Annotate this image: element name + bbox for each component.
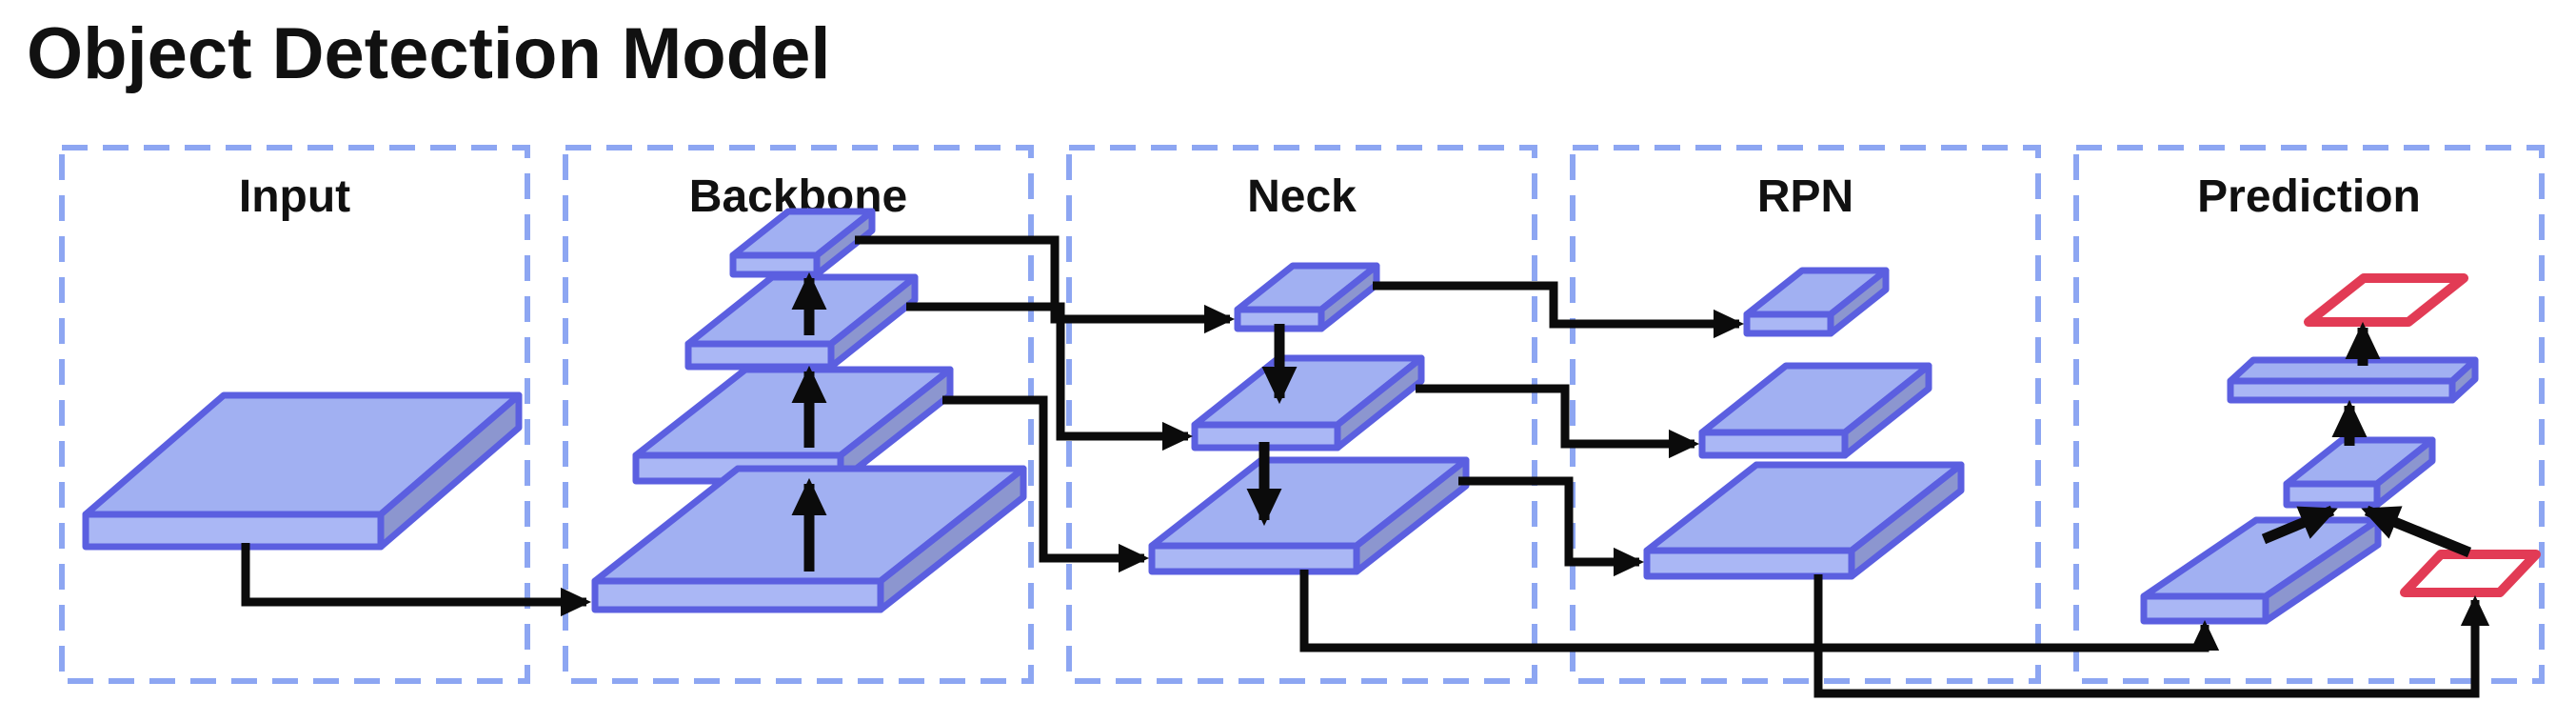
- input-to-backbone-line: [241, 543, 592, 617]
- prediction-diagonal-arrow-left: [2261, 505, 2338, 545]
- backbone-level-2-slab: [632, 366, 954, 485]
- rpn-top-slab-front-face: [1743, 311, 1834, 337]
- neck-top-slab-front-face: [1234, 306, 1325, 332]
- stage-box-neck: [1066, 145, 1537, 684]
- input-image-slab: [82, 391, 523, 551]
- neck-top-slab: [1234, 262, 1380, 332]
- neck-to-rpn-top-line: [1373, 281, 1745, 339]
- neck-bottom-slab-front-face: [1148, 542, 1360, 575]
- stage-box-prediction: [2073, 145, 2545, 684]
- stage-box-rpn: [1570, 145, 2041, 684]
- rpn-middle-slab: [1698, 362, 1932, 459]
- backbone-level-3-slab-front-face: [684, 340, 835, 371]
- rpn-bypass-to-prediction-line: [1813, 574, 2490, 698]
- stage-box-backbone: [563, 145, 1034, 684]
- neck-bottom-slab: [1148, 456, 1470, 575]
- neck-middle-slab: [1191, 354, 1425, 451]
- neck-middle-slab-front-face: [1191, 421, 1341, 451]
- prediction-diagonal-arrow-right: [2361, 505, 2472, 558]
- neck-to-rpn-mid-line: [1416, 384, 1700, 459]
- input-image-slab-front-face: [82, 511, 385, 551]
- page-title: Object Detection Model: [27, 13, 831, 94]
- stage-label-rpn: RPN: [1757, 171, 1853, 222]
- backbone-level-3-slab: [684, 273, 919, 371]
- backbone-level-4-slab: [729, 208, 876, 278]
- backbone-level-4-slab-front-face: [729, 251, 821, 278]
- prediction-proposal-parallelogram: [2400, 550, 2541, 597]
- rpn-top-slab: [1743, 267, 1890, 337]
- prediction-wide-slab-front-face: [2227, 377, 2456, 404]
- neck-to-rpn-bot-line: [1458, 476, 1645, 577]
- prediction-wide-slab: [2227, 356, 2479, 404]
- prediction-roi-slab: [2140, 516, 2382, 625]
- prediction-output-parallelogram: [2304, 273, 2468, 327]
- stage-label-neck: Neck: [1247, 171, 1357, 222]
- rpn-bottom-slab-front-face: [1643, 547, 1855, 580]
- backbone-to-neck-top-line: [855, 235, 1236, 334]
- backbone-to-neck-bot-line: [942, 395, 1150, 573]
- backbone-to-neck-mid-line: [906, 302, 1194, 451]
- rpn-bottom-slab: [1643, 461, 1965, 580]
- backbone-level-1-slab-front-face: [591, 577, 884, 613]
- stage-box-input: [59, 145, 530, 684]
- stage-label-prediction: Prediction: [2197, 171, 2421, 222]
- prediction-roi-slab-front-face: [2140, 592, 2269, 625]
- neck-bypass-to-prediction-line: [1299, 570, 2220, 652]
- prediction-small-slab-front-face: [2283, 480, 2381, 509]
- stage-label-input: Input: [239, 171, 350, 222]
- rpn-middle-slab-front-face: [1698, 429, 1849, 459]
- prediction-small-slab: [2283, 436, 2436, 509]
